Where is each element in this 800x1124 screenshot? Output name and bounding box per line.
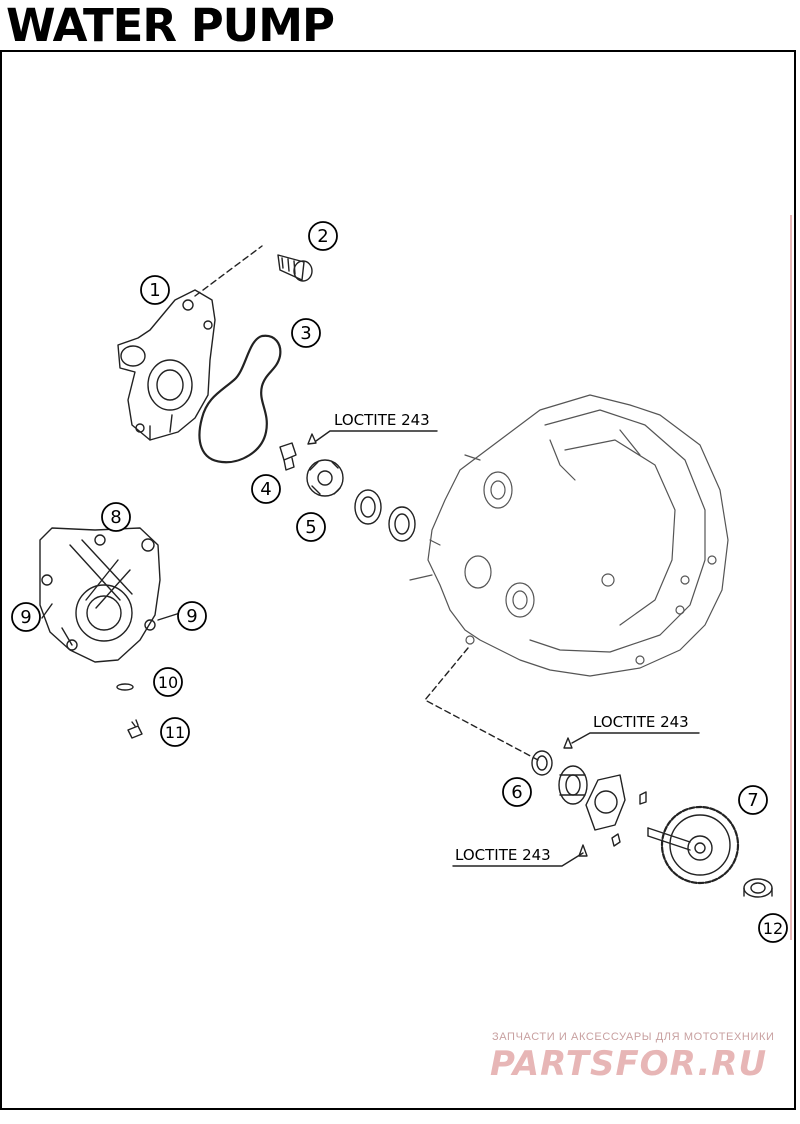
callout-6-circle <box>502 777 532 807</box>
loctite-drop-2 <box>563 737 573 749</box>
watermark-brand: PARTSFOR.RU <box>490 1044 768 1084</box>
callout-4: 4 <box>260 479 271 500</box>
callout-5-circle <box>296 512 326 542</box>
bearing-plate-part <box>585 774 626 831</box>
needle-bearing-part <box>743 878 773 898</box>
callout-9a-circle <box>11 602 41 632</box>
callout-10: 10 <box>158 673 178 692</box>
callout-7: 7 <box>747 790 758 811</box>
callout-2-circle <box>308 221 338 251</box>
loctite-drop-3 <box>578 844 588 857</box>
shaft-seals <box>354 489 416 542</box>
callout-4-circle <box>251 474 281 504</box>
callout-1: 1 <box>149 280 160 301</box>
callout-8: 8 <box>110 507 121 528</box>
callout-7-circle <box>738 785 768 815</box>
callout-10-circle <box>153 667 183 697</box>
callout-11: 11 <box>165 723 185 742</box>
callout-6: 6 <box>511 782 522 803</box>
bolt-small-a <box>639 791 647 805</box>
callout-9b: 9 <box>186 606 197 627</box>
washer-part <box>116 683 134 691</box>
callout-12-circle <box>758 913 788 943</box>
page-title: WATER PUMP <box>6 0 335 52</box>
diagram-frame <box>0 50 796 1110</box>
bearing-seal-part <box>531 750 553 776</box>
screw-part <box>127 719 143 739</box>
callout-8-circle <box>101 502 131 532</box>
callout-9a: 9 <box>20 607 31 628</box>
loctite-label-3: LOCTITE 243 <box>455 846 551 864</box>
fitting-part <box>277 254 313 282</box>
callout-5: 5 <box>305 517 316 538</box>
watermark-tagline: ЗАПЧАСТИ И АКСЕССУАРЫ ДЛЯ МОТОТЕХНИКИ <box>492 1031 775 1043</box>
bolt-small-b <box>611 833 621 847</box>
callout-12: 12 <box>763 919 783 938</box>
pump-housing-part <box>117 289 216 441</box>
callout-3-circle <box>291 318 321 348</box>
callout-3: 3 <box>300 323 311 344</box>
pump-cover-part <box>39 527 161 663</box>
loctite-drop-1 <box>307 433 317 445</box>
loctite-label-2: LOCTITE 243 <box>593 713 689 731</box>
callout-11-circle <box>160 717 190 747</box>
callout-9b-circle <box>177 601 207 631</box>
callout-1-circle <box>140 275 170 305</box>
loctite-label-1: LOCTITE 243 <box>334 411 430 429</box>
impeller-bolt-part <box>279 442 297 471</box>
impeller-part <box>306 459 344 497</box>
gasket-part <box>198 334 282 464</box>
bearing-part <box>558 765 588 805</box>
drive-gear-part <box>647 805 740 885</box>
callout-2: 2 <box>317 226 328 247</box>
engine-case <box>409 394 729 677</box>
margin-mark <box>790 215 792 940</box>
